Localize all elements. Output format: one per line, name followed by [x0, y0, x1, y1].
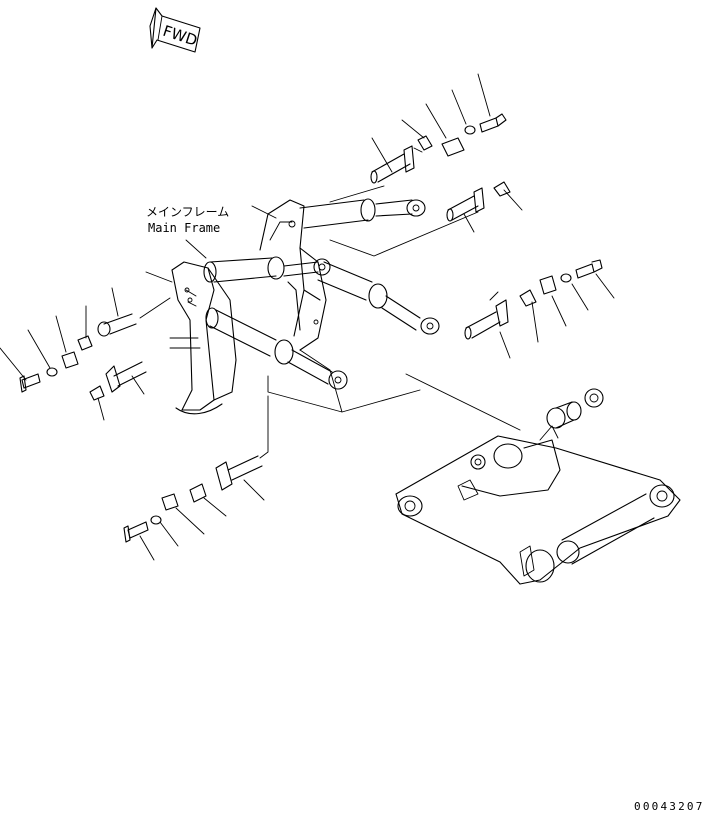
- washer-bottom: [150, 515, 162, 525]
- upper-right-cylinder: [299, 198, 426, 229]
- callout-leaders: [0, 73, 615, 561]
- pin-bottom: [215, 395, 269, 491]
- pin-left-middle: [105, 361, 147, 393]
- drawing-code: 00043207: [634, 800, 705, 813]
- grease-fitting-right: [519, 289, 537, 307]
- nut-left: [470, 454, 486, 470]
- middle-cylinder: [317, 261, 440, 335]
- grease-fitting-left-upper: [77, 335, 93, 351]
- main-frame-bracket-right: [259, 199, 327, 351]
- main-frame-leader-2: [185, 239, 207, 259]
- bolt-right: [575, 259, 603, 279]
- bolt-bottom: [123, 521, 149, 543]
- upper-left-cylinder: [203, 256, 331, 283]
- grease-fitting-bottom: [189, 483, 207, 503]
- main-frame-label-jp: メインフレーム: [146, 205, 229, 219]
- lock-plate-left: [61, 351, 79, 369]
- link-assembly: [395, 425, 681, 585]
- grease-fitting-top: [413, 135, 433, 153]
- bolt-left: [19, 373, 41, 393]
- washer-left: [46, 367, 58, 377]
- lower-cylinder: [205, 307, 348, 390]
- pin-right-middle: [464, 291, 509, 340]
- pin-left-upper: [97, 297, 171, 337]
- link-leader-line: [405, 373, 521, 431]
- main-frame-leader: [251, 205, 277, 219]
- fwd-direction-arrow: FWD: [149, 7, 201, 53]
- lock-plate-bottom: [161, 493, 179, 511]
- bolt-top: [479, 113, 507, 133]
- nut-right: [584, 388, 604, 408]
- lock-plate-right: [539, 275, 557, 295]
- frame-outline: [267, 211, 479, 413]
- main-frame-label-en: Main Frame: [148, 221, 220, 235]
- grease-fitting-left-middle: [89, 385, 105, 401]
- washer-right: [560, 273, 572, 283]
- link-collar: [546, 401, 582, 429]
- main-frame-bracket: [169, 261, 237, 415]
- lock-plate-top: [441, 137, 465, 157]
- pin-right-upper: [446, 181, 511, 222]
- pin-top: [329, 145, 415, 203]
- washer-top: [464, 125, 476, 135]
